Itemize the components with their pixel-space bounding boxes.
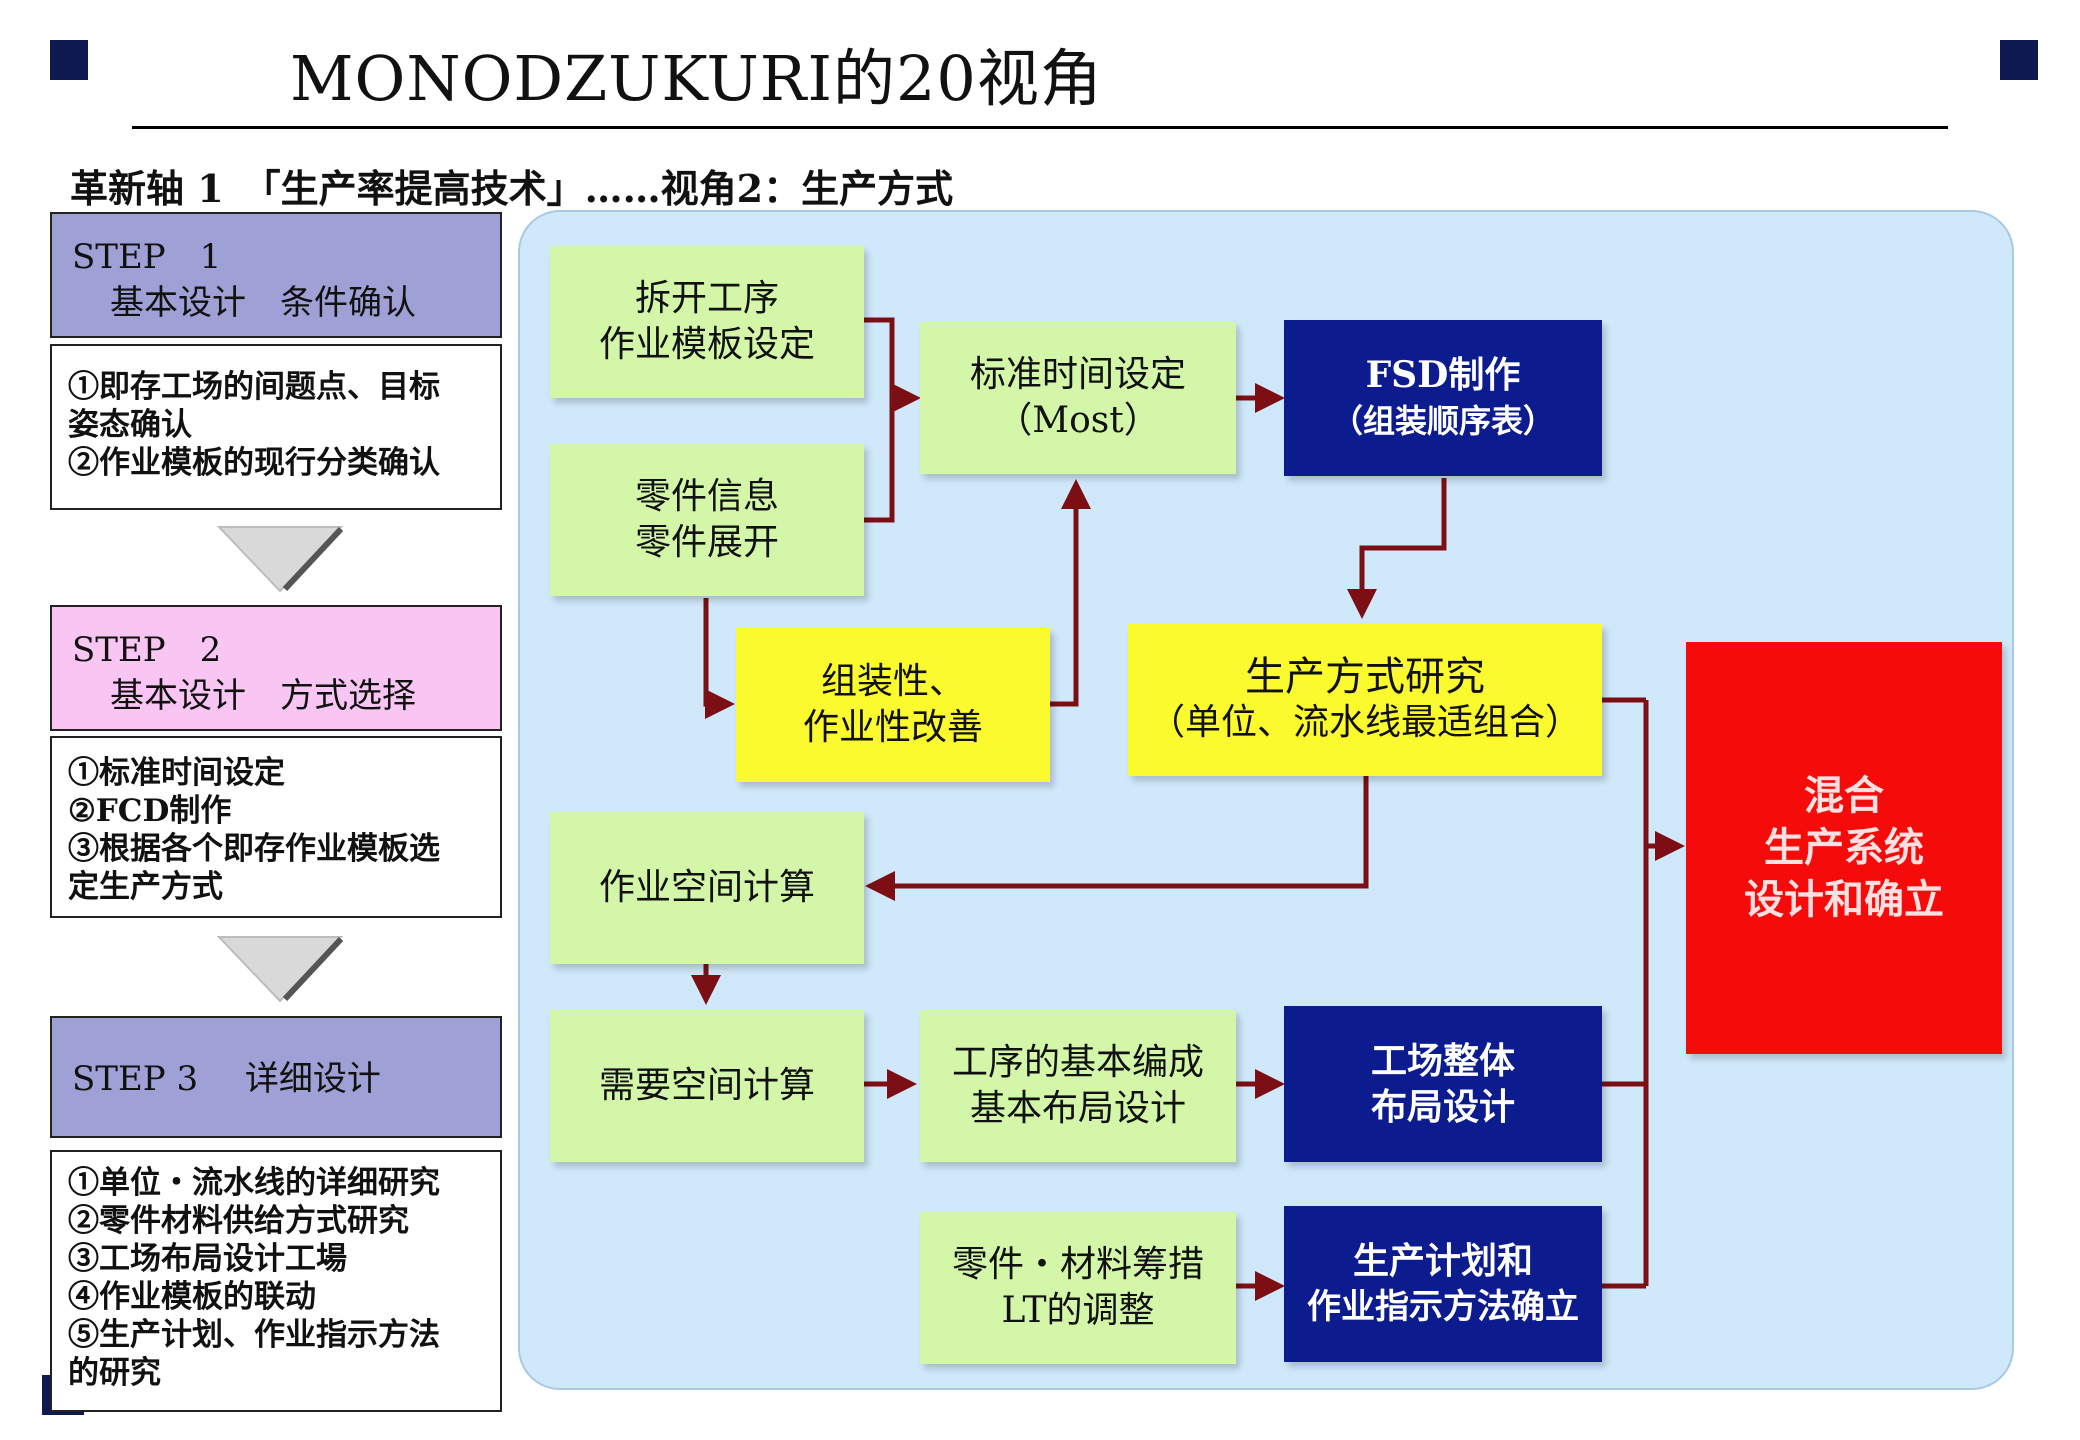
box-line: 工序的基本编成 bbox=[951, 1042, 1204, 1083]
list-item: ①即存工场的间题点、目标 bbox=[68, 369, 440, 405]
box-line: 零件・材料筹措 bbox=[951, 1244, 1204, 1285]
flow-box-mixed-production: 混合 生产系统 设计和确立 bbox=[1686, 642, 2002, 1054]
step1-title: 基本设计 条件确认 bbox=[110, 283, 416, 323]
step3-label: STEP 3 bbox=[72, 1059, 199, 1099]
box-line: 作业模板设定 bbox=[598, 324, 815, 365]
chevron-down-icon bbox=[216, 936, 344, 1003]
box-line: 标准时间设定 bbox=[969, 354, 1186, 395]
list-item: ③根据各个即存作业模板选 bbox=[68, 831, 440, 867]
box-line: （Most） bbox=[996, 400, 1160, 441]
arrow-b1-to-b3 bbox=[864, 317, 921, 413]
box-line: 工场整体 bbox=[1370, 1040, 1515, 1082]
flow-box-procurement-lt: 零件・材料筹措 LT的调整 bbox=[920, 1212, 1236, 1364]
flow-box-parts-info: 零件信息 零件展开 bbox=[550, 444, 864, 596]
box-line: 作业指示方法确立 bbox=[1307, 1287, 1579, 1327]
list-item: 定生产方式 bbox=[68, 869, 223, 905]
box-line: 设计和确立 bbox=[1744, 876, 1944, 923]
flow-box-work-space: 作业空间计算 bbox=[550, 812, 864, 964]
step1-label: STEP 1 bbox=[72, 237, 222, 277]
list-item: ①单位・流水线的详细研究 bbox=[68, 1165, 440, 1201]
list-item: ②作业模板的现行分类确认 bbox=[68, 445, 440, 481]
step3-description: ①单位・流水线的详细研究 ②零件材料供给方式研究 ③工场布局设计工場 ④作业模板… bbox=[50, 1150, 502, 1412]
box-line: 零件信息 bbox=[634, 476, 779, 517]
step3-title: 详细设计 bbox=[244, 1059, 381, 1099]
flow-box-required-space: 需要空间计算 bbox=[550, 1010, 864, 1162]
box-line: 生产系统 bbox=[1764, 824, 1924, 871]
step2-description: ①标准时间设定 ②FCD制作 ③根据各个即存作业模板选 定生产方式 bbox=[50, 736, 502, 918]
flow-box-production-method: 生产方式研究 （单位、流水线最适组合） bbox=[1128, 624, 1602, 776]
flow-box-fsd: FSD制作 （组装顺序表） bbox=[1284, 320, 1602, 476]
arrow-b2-to-b5 bbox=[703, 598, 735, 719]
list-item: ①标准时间设定 bbox=[68, 755, 285, 791]
list-item: ②零件材料供给方式研究 bbox=[68, 1203, 409, 1239]
box-line: 组装性、 bbox=[820, 661, 965, 702]
corner-square-top-right bbox=[2000, 40, 2038, 80]
list-item: 的研究 bbox=[68, 1355, 161, 1391]
page-subtitle: 革新轴 1 「生产率提高技术」……视角2：生产方式 bbox=[70, 166, 954, 211]
box-line: （组装顺序表） bbox=[1330, 402, 1555, 440]
page-title: MONODZUKURI的20视角 bbox=[290, 42, 1103, 115]
arrow-b5-to-b3 bbox=[1050, 479, 1091, 707]
box-line: 作业空间计算 bbox=[598, 867, 815, 908]
list-item: 姿态确认 bbox=[68, 407, 192, 443]
flow-box-production-plan: 生产计划和 作业指示方法确立 bbox=[1284, 1206, 1602, 1362]
chevron-down-icon bbox=[216, 526, 344, 593]
box-line: 零件展开 bbox=[634, 522, 779, 563]
box-line: LT的调整 bbox=[1001, 1290, 1155, 1331]
arrow-b4-to-b6 bbox=[1347, 478, 1447, 619]
list-item: ④作业模板的联动 bbox=[68, 1279, 316, 1315]
box-line: 需要空间计算 bbox=[598, 1065, 815, 1106]
list-item: ②FCD制作 bbox=[68, 793, 232, 829]
box-line: 拆开工序 bbox=[634, 278, 779, 319]
step1-header: STEP 1 基本设计 条件确认 bbox=[50, 212, 502, 338]
flow-box-basic-layout: 工序的基本编成 基本布局设计 bbox=[920, 1010, 1236, 1162]
box-line: （单位、流水线最适组合） bbox=[1148, 702, 1581, 743]
flow-box-factory-layout: 工场整体 布局设计 bbox=[1284, 1006, 1602, 1162]
list-item: ③工场布局设计工場 bbox=[68, 1241, 347, 1277]
box-line: 布局设计 bbox=[1370, 1086, 1515, 1128]
step2-header: STEP 2 基本设计 方式选择 bbox=[50, 605, 502, 731]
box-line: FSD制作 bbox=[1365, 354, 1521, 396]
flow-box-assembly-improve: 组装性、 作业性改善 bbox=[736, 628, 1050, 782]
box-line: 基本布局设计 bbox=[969, 1088, 1186, 1129]
step2-label: STEP 2 bbox=[72, 630, 222, 670]
arrow-b2-to-b3 bbox=[864, 398, 895, 523]
flow-box-standard-time: 标准时间设定 （Most） bbox=[920, 322, 1236, 474]
flow-box-process-split: 拆开工序 作业模板设定 bbox=[550, 246, 864, 398]
list-item: ⑤生产计划、作业指示方法 bbox=[68, 1317, 440, 1353]
step2-title: 基本设计 方式选择 bbox=[110, 676, 416, 716]
step1-description: ①即存工场的间题点、目标 姿态确认 ②作业模板的现行分类确认 bbox=[50, 344, 502, 510]
arrow-b6-to-b8 bbox=[865, 776, 1369, 901]
box-line: 混合 bbox=[1804, 772, 1884, 819]
title-rule bbox=[132, 126, 1948, 129]
step3-header: STEP 3 详细设计 bbox=[50, 1016, 502, 1138]
box-line: 生产方式研究 bbox=[1245, 654, 1485, 700]
box-line: 作业性改善 bbox=[802, 707, 983, 748]
box-line: 生产计划和 bbox=[1352, 1240, 1533, 1282]
corner-square-top-left bbox=[50, 40, 88, 80]
